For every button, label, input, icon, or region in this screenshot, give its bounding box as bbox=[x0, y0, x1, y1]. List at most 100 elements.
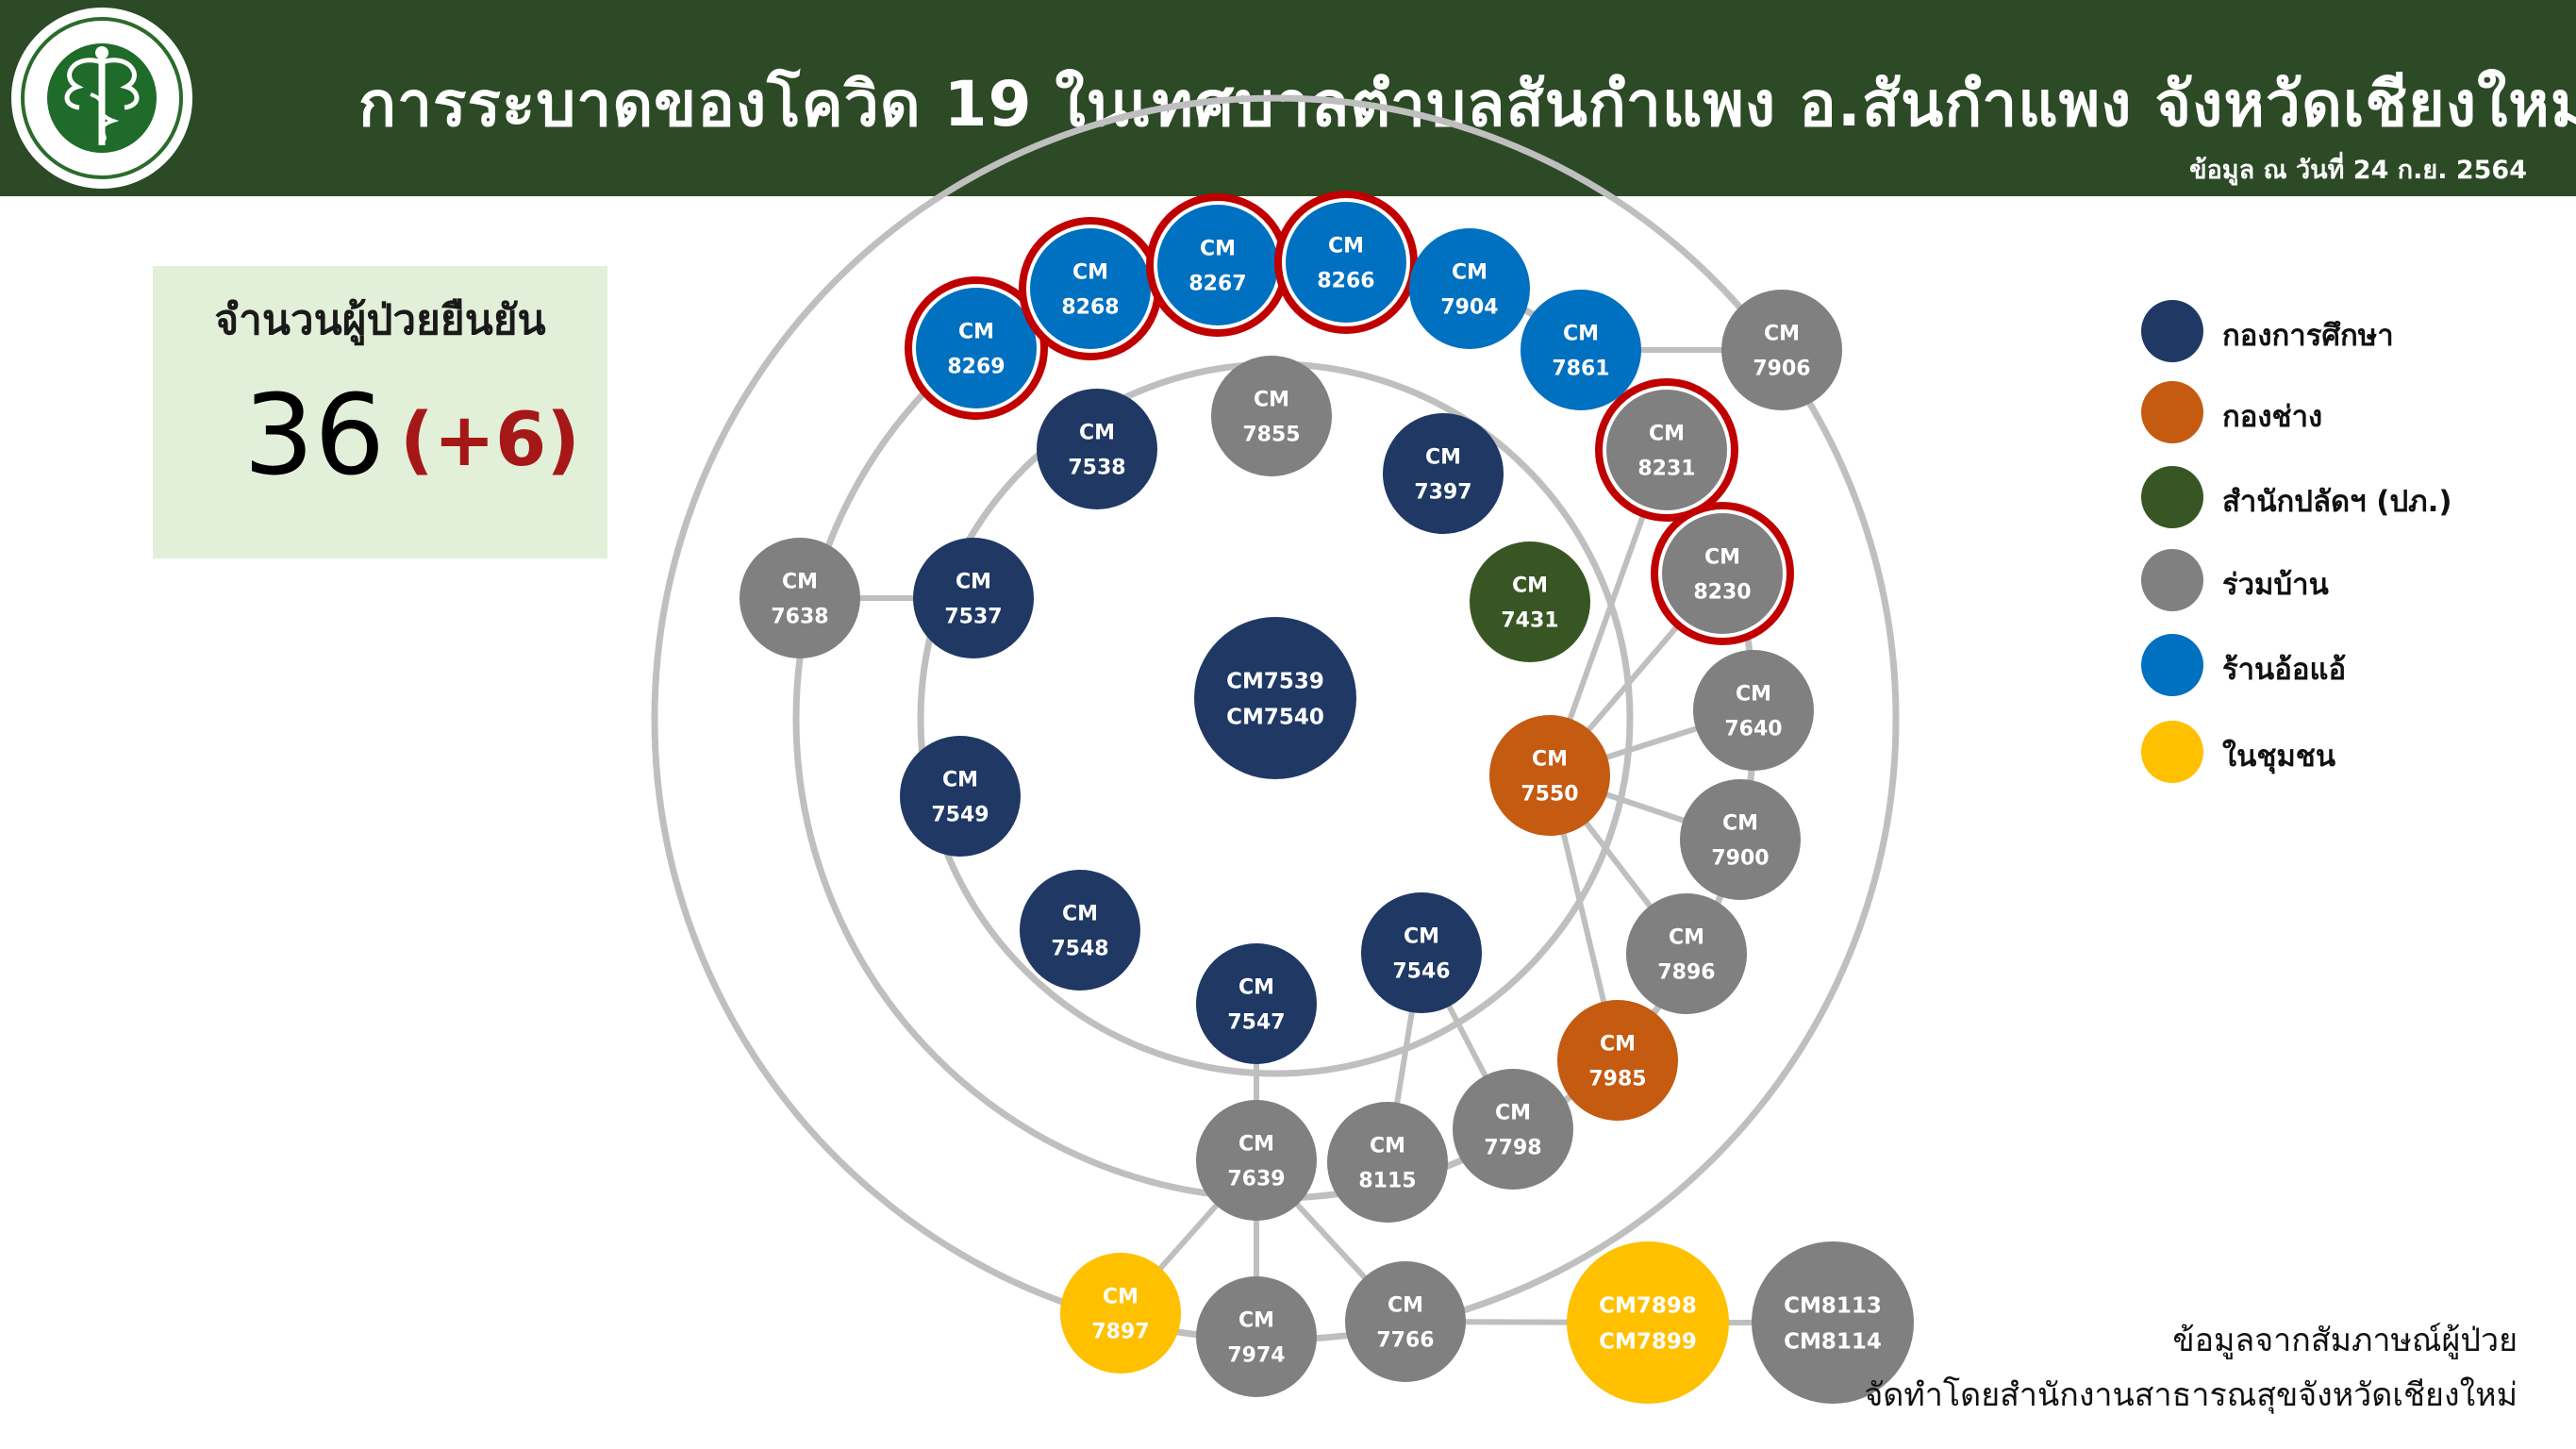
case-node-label: 7906 bbox=[1753, 357, 1810, 380]
case-node-label: CM8113 bbox=[1784, 1293, 1882, 1318]
case-node-circle bbox=[1680, 779, 1801, 900]
case-node-label: CM bbox=[1238, 975, 1274, 999]
case-node-circle bbox=[900, 736, 1021, 857]
case-node-label: 8231 bbox=[1637, 457, 1695, 480]
legend-swatch bbox=[2141, 300, 2203, 362]
case-node-8269: CM 8269 bbox=[905, 276, 1048, 420]
header-bar: การระบาดของโควิด 19 ในเทศบาลตำบลสันกำแพง… bbox=[0, 0, 2576, 196]
case-node-label: 7985 bbox=[1588, 1067, 1646, 1091]
case-node-label: CM bbox=[1764, 322, 1800, 345]
case-node-circle bbox=[1409, 228, 1530, 349]
case-node-circle bbox=[1030, 228, 1151, 349]
ministry-of-public-health-seal-icon bbox=[8, 4, 196, 192]
case-node-label: CM bbox=[1512, 574, 1548, 597]
case-node-label: 7766 bbox=[1376, 1328, 1434, 1352]
case-node-circle bbox=[1662, 513, 1783, 634]
case-node-circle bbox=[1721, 290, 1842, 410]
case-node-label: 7638 bbox=[771, 605, 828, 628]
case-node-circle bbox=[913, 538, 1034, 658]
case-node-circle bbox=[1626, 893, 1747, 1014]
legend-swatch bbox=[2141, 381, 2203, 443]
legend-item-clerk-office: สำนักปลัดฯ (ปภ.) bbox=[2141, 466, 2537, 532]
case-node-label: CM bbox=[1722, 811, 1758, 835]
case-node-label: CM bbox=[1370, 1134, 1405, 1158]
source-line-publisher: จัดทำโดยสำนักงานสาธารณสุขจังหวัดเชียงใหม… bbox=[1864, 1376, 2518, 1414]
confirmed-cases-delta: (+6) bbox=[400, 398, 580, 483]
case-node-circle bbox=[1157, 205, 1278, 325]
case-node-label: CM bbox=[1072, 260, 1108, 284]
case-node-circle bbox=[1194, 617, 1356, 779]
case-node-label: 7640 bbox=[1724, 717, 1782, 741]
legend-label: ร่วมบ้าน bbox=[2222, 568, 2329, 602]
case-node-circle bbox=[1327, 1102, 1448, 1223]
case-node-circle bbox=[1521, 290, 1641, 410]
legend-swatch bbox=[2141, 466, 2203, 528]
case-node-label: CM bbox=[942, 768, 978, 791]
case-node-circle bbox=[1037, 389, 1157, 509]
case-node-label: CM7899 bbox=[1599, 1329, 1697, 1354]
case-node-circle bbox=[1060, 1253, 1181, 1374]
case-node-label: CM bbox=[1103, 1285, 1138, 1308]
case-node-label: CM bbox=[1238, 1132, 1274, 1156]
case-node-circle bbox=[1345, 1261, 1466, 1382]
case-node-7639: CM 7639 bbox=[1196, 1100, 1317, 1221]
case-node-7906: CM 7906 bbox=[1721, 290, 1842, 410]
case-node-label: 8269 bbox=[947, 355, 1005, 378]
case-node-label: CM bbox=[1425, 445, 1461, 469]
case-node-label: 8267 bbox=[1188, 272, 1246, 295]
case-node-label: CM bbox=[958, 320, 994, 343]
case-node-7900: CM 7900 bbox=[1680, 779, 1801, 900]
case-node-label: 7855 bbox=[1242, 423, 1300, 446]
case-node-circle bbox=[1383, 413, 1504, 534]
case-node-label: 7549 bbox=[931, 803, 989, 826]
legend-label: กองช่าง bbox=[2222, 400, 2323, 434]
case-node-label: CM bbox=[1388, 1293, 1423, 1317]
case-node-label: CM bbox=[1600, 1032, 1636, 1056]
case-node-label: 7896 bbox=[1657, 960, 1715, 984]
legend-label: สำนักปลัดฯ (ปภ.) bbox=[2222, 485, 2452, 519]
case-node-label: 8266 bbox=[1317, 269, 1374, 292]
case-node-label: 7547 bbox=[1227, 1010, 1285, 1034]
case-node-circle bbox=[1606, 390, 1727, 510]
case-node-label: 7537 bbox=[944, 605, 1002, 628]
case-node-label: 7904 bbox=[1440, 295, 1498, 319]
case-node-label: CM bbox=[1404, 924, 1439, 948]
case-node-circle bbox=[1470, 541, 1590, 662]
legend-item-education: กองการศึกษา bbox=[2141, 300, 2537, 366]
case-node-7549: CM 7549 bbox=[900, 736, 1021, 857]
legend-item-household: ร่วมบ้าน bbox=[2141, 549, 2537, 615]
case-node-label: CM bbox=[1254, 388, 1289, 411]
legend-swatch bbox=[2141, 634, 2203, 696]
case-node-label: 7639 bbox=[1227, 1167, 1285, 1191]
case-node-label: 7798 bbox=[1484, 1136, 1541, 1159]
case-node-label: CM bbox=[1079, 421, 1115, 444]
case-node-label: CM7898 bbox=[1599, 1293, 1697, 1318]
case-node-label: 8115 bbox=[1358, 1169, 1416, 1192]
legend-swatch bbox=[2141, 549, 2203, 611]
legend-swatch bbox=[2141, 721, 2203, 783]
case-node-label: 7900 bbox=[1711, 846, 1769, 870]
legend-item-engineering: กองช่าง bbox=[2141, 381, 2537, 447]
case-node-circle bbox=[1693, 650, 1814, 771]
case-node-label: 7974 bbox=[1227, 1343, 1285, 1367]
legend-label: ในชุมชน bbox=[2222, 740, 2336, 774]
case-node-label: CM7540 bbox=[1226, 705, 1324, 729]
case-node-label: CM bbox=[1328, 234, 1364, 258]
case-node-label: CM8114 bbox=[1784, 1329, 1882, 1354]
case-node-circle bbox=[1211, 356, 1332, 476]
case-node-8115: CM 8115 bbox=[1327, 1102, 1448, 1223]
